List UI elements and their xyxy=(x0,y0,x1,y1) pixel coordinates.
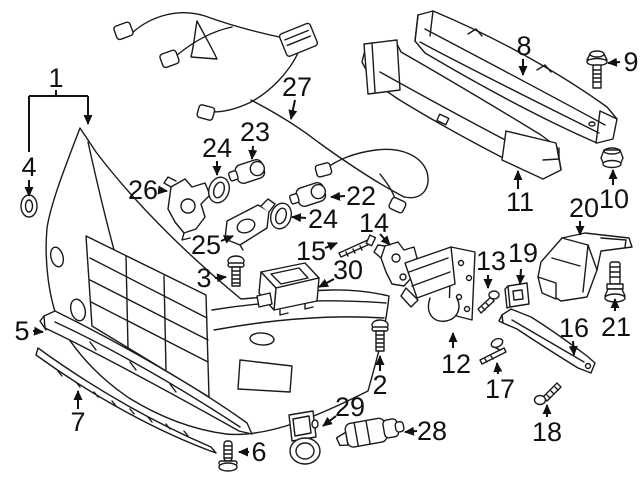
callout-7[interactable]: 7 xyxy=(70,407,85,437)
callout-25[interactable]: 25 xyxy=(191,230,221,260)
callout-5[interactable]: 5 xyxy=(14,316,29,346)
callout-2[interactable]: 2 xyxy=(372,370,387,400)
part-bolt-9 xyxy=(586,50,608,89)
part-bolt-21 xyxy=(604,261,626,303)
part-bolt-3 xyxy=(227,255,245,287)
harness-connector xyxy=(159,49,180,69)
callout-15[interactable]: 15 xyxy=(296,236,326,266)
callout-4[interactable]: 4 xyxy=(21,152,36,182)
callout-13[interactable]: 13 xyxy=(476,246,506,276)
part-grommet xyxy=(20,194,38,218)
part-retaining-ring-right xyxy=(269,202,293,230)
callout-26[interactable]: 26 xyxy=(128,175,158,205)
callout-29[interactable]: 29 xyxy=(335,392,365,422)
callout-19[interactable]: 19 xyxy=(508,238,538,268)
callout-20[interactable]: 20 xyxy=(569,193,599,223)
callout-11[interactable]: 11 xyxy=(506,187,534,217)
callout-18[interactable]: 18 xyxy=(532,417,562,447)
part-side-bracket xyxy=(537,232,633,302)
callout-3[interactable]: 3 xyxy=(196,263,211,293)
callout-1[interactable]: 1 xyxy=(48,63,63,93)
part-sensor-bracket-left xyxy=(163,176,211,241)
fog-light-recess xyxy=(237,359,293,393)
part-wiring-harness xyxy=(113,12,429,214)
part-retaining-ring-left xyxy=(207,176,231,204)
harness-main-connector xyxy=(278,22,319,57)
callout-9[interactable]: 9 xyxy=(623,47,638,77)
harness-connector xyxy=(113,21,134,41)
part-rivet-pin xyxy=(479,337,507,365)
callout-8[interactable]: 8 xyxy=(516,31,531,61)
callout-28[interactable]: 28 xyxy=(417,416,447,446)
callout-27[interactable]: 27 xyxy=(282,72,312,102)
part-bolt-6 xyxy=(218,440,238,472)
part-pin-screw xyxy=(338,234,377,258)
callout-16[interactable]: 16 xyxy=(559,313,589,343)
callout-12[interactable]: 12 xyxy=(441,349,471,379)
part-nut xyxy=(600,147,624,169)
part-hook-bracket xyxy=(288,410,321,465)
harness-connector xyxy=(314,162,333,178)
part-lower-trim-strip xyxy=(35,347,217,454)
part-washer-pump xyxy=(335,417,405,448)
callout-30[interactable]: 30 xyxy=(333,255,363,285)
callout-6[interactable]: 6 xyxy=(251,437,266,467)
part-impact-bar xyxy=(414,10,618,144)
part-screw-18 xyxy=(533,382,562,406)
callout-17[interactable]: 17 xyxy=(485,374,515,404)
callout-22[interactable]: 22 xyxy=(346,181,376,211)
part-control-module xyxy=(256,262,320,316)
callout-24b[interactable]: 24 xyxy=(308,204,338,234)
callout-21[interactable]: 21 xyxy=(601,312,631,342)
part-energy-absorber xyxy=(361,39,562,180)
part-parking-sensor-left xyxy=(227,159,266,185)
part-bolt-2 xyxy=(371,319,389,352)
callout-leaders xyxy=(24,57,621,457)
part-screw-13 xyxy=(477,290,500,314)
harness-connector xyxy=(196,104,216,121)
part-parking-sensor-right xyxy=(288,182,327,208)
harness-connector xyxy=(388,196,407,214)
callout-24a[interactable]: 24 xyxy=(202,133,232,163)
part-mount-bracket xyxy=(400,246,476,322)
part-clip xyxy=(504,282,530,309)
callout-10[interactable]: 10 xyxy=(599,184,629,214)
part-sensor-holder xyxy=(224,198,276,251)
callout-numbers: 1 4 26 24 23 22 24 25 15 14 27 3 30 8 9 … xyxy=(14,31,638,467)
part-front-spoiler xyxy=(39,310,253,435)
callout-23[interactable]: 23 xyxy=(240,117,270,147)
callout-14[interactable]: 14 xyxy=(359,208,389,238)
